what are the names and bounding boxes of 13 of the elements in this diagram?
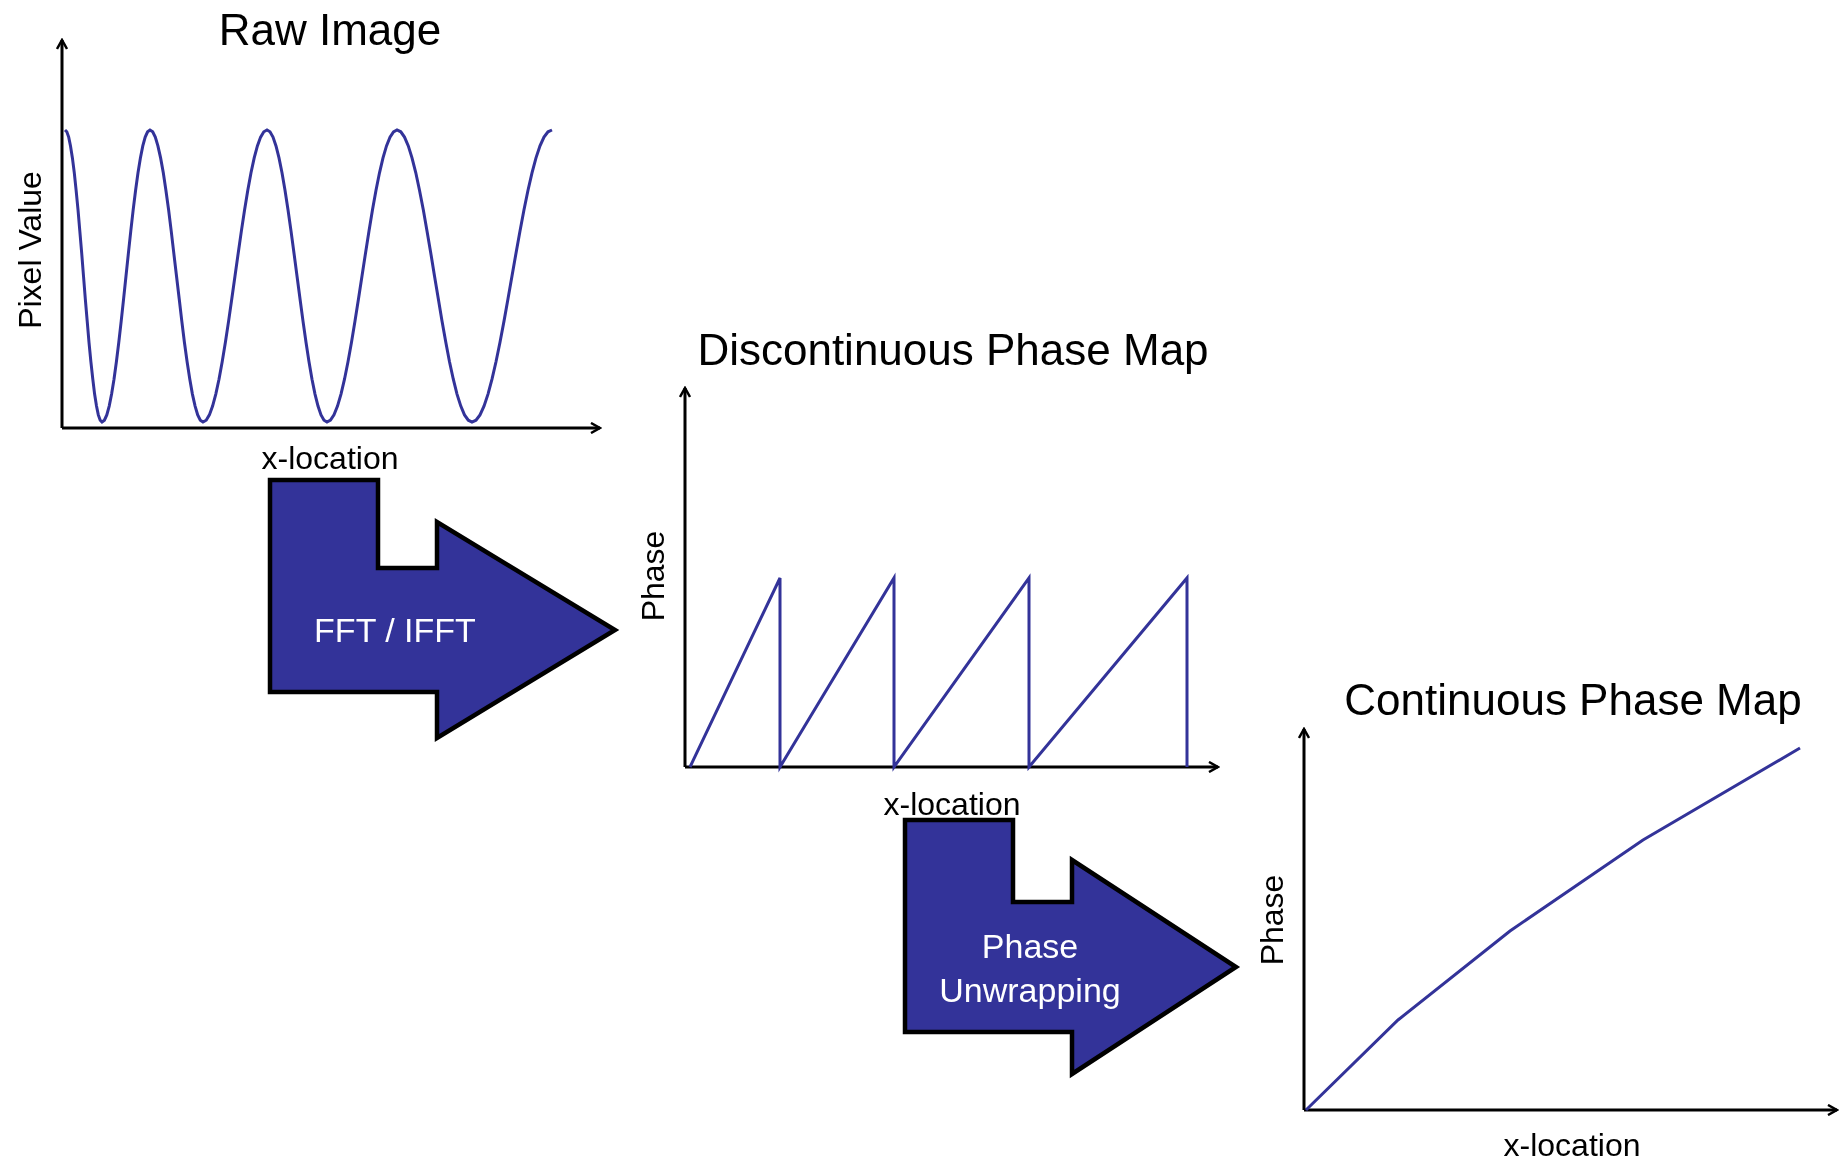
block-arrow [902,817,1241,1079]
axis-label: x-location [883,786,1021,823]
axis-label: Pixel Value [11,171,49,329]
edge-label: FFT / IFFT [313,609,477,651]
axis-label: Phase [1253,874,1291,966]
axis-label: x-location [1503,1127,1641,1164]
plot-title: Discontinuous Phase Map [697,325,1209,375]
axis-label: Phase [634,530,672,622]
plot-title: Continuous Phase Map [1344,675,1802,725]
axis-label: x-location [261,440,399,477]
edge-label: Phase Unwrapping [938,925,1122,1011]
block-arrow [267,477,620,742]
plot-title: Raw Image [218,5,442,55]
